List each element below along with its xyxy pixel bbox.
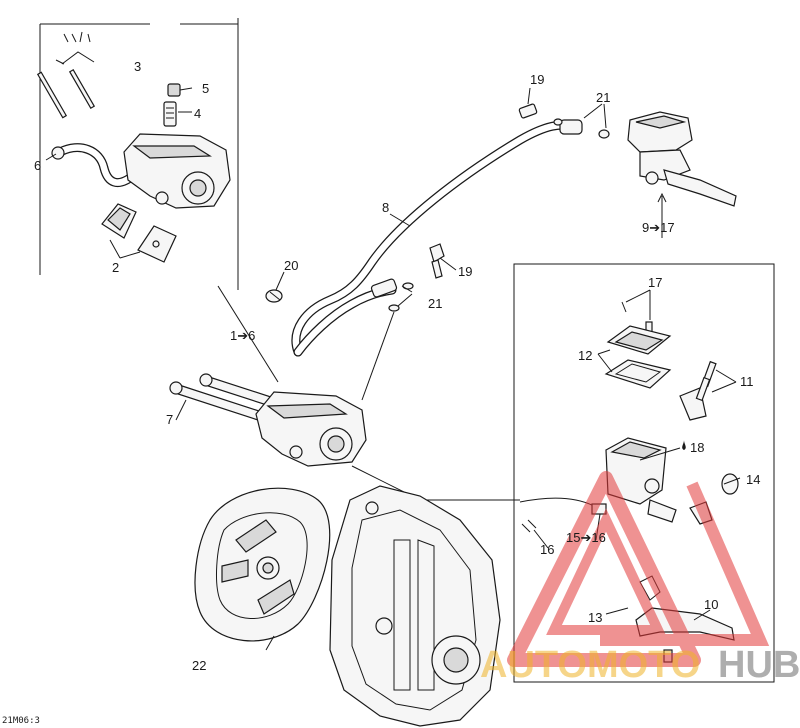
callout-21-lower: 21 <box>428 296 442 311</box>
callout-22: 22 <box>192 658 206 673</box>
callout-19-lower: 19 <box>458 264 472 279</box>
callout-7: 7 <box>166 412 173 427</box>
bolt-19-lower-part <box>429 243 445 279</box>
caliper-lower-part <box>255 391 367 467</box>
watermark-brand-part1: AUTOMOTO <box>480 644 700 686</box>
callout-18: 18 <box>690 440 704 455</box>
callout-21-upper: 21 <box>596 90 610 105</box>
caliper-upper-part <box>123 133 231 209</box>
diagram-code: 21M06:3 <box>2 716 40 726</box>
callout-8: 8 <box>382 200 389 215</box>
brake-line-fitting-part <box>51 143 135 188</box>
brake-line-part <box>291 120 579 357</box>
callout-2: 2 <box>112 260 119 275</box>
callout-3: 3 <box>134 59 141 74</box>
callout-16: 16 <box>540 542 554 557</box>
clamp-20-part <box>265 289 283 303</box>
leader-lines <box>45 87 741 651</box>
callout-15-to-16: 15➔16 <box>566 530 606 545</box>
banjo-fitting-lower-part <box>370 278 414 312</box>
watermark-brand-part2: HUB <box>718 644 800 686</box>
pin-kit-part <box>36 31 96 119</box>
callout-6: 6 <box>34 158 41 173</box>
brake-disc-part <box>194 487 331 642</box>
callout-11: 11 <box>740 374 754 389</box>
chaincase-housing-part <box>329 465 520 727</box>
caliper-leader <box>217 285 279 383</box>
hose-to-caliper-leader <box>361 311 395 401</box>
master-cylinder-detail-box <box>513 263 775 683</box>
callout-17: 17 <box>648 275 662 290</box>
watermark-logo <box>507 471 770 667</box>
pads-leader <box>109 239 141 259</box>
callout-9-to-17: 9➔17 <box>642 220 675 235</box>
handlebar-clamp-part <box>679 360 717 421</box>
callout-4: 4 <box>194 106 201 121</box>
callout-1-to-6: 1➔6 <box>230 328 255 343</box>
callout-10: 10 <box>704 597 718 612</box>
callout-13: 13 <box>588 610 602 625</box>
callout-19-upper: 19 <box>530 72 544 87</box>
reservoir-cover-part <box>604 325 672 389</box>
master-cylinder-part <box>627 111 737 207</box>
banjo-fitting-upper-part <box>518 103 610 139</box>
callout-20: 20 <box>284 258 298 273</box>
fluid-drop-icon <box>682 440 686 450</box>
callout-12: 12 <box>578 348 592 363</box>
brake-pads-part <box>101 203 177 263</box>
caliper-kit-detail-box <box>39 18 239 290</box>
callout-14: 14 <box>746 472 760 487</box>
callout-5: 5 <box>202 81 209 96</box>
bleeder-screw-part <box>163 83 181 127</box>
